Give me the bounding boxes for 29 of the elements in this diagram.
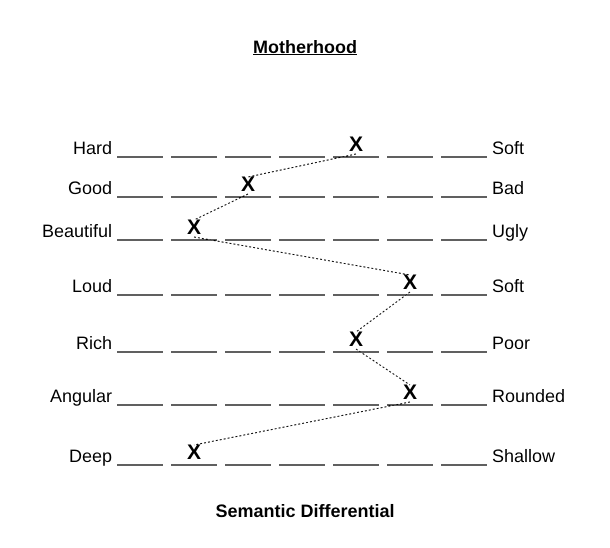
scale-label: Good xyxy=(68,177,112,199)
scale-label: Loud xyxy=(72,275,112,297)
dotted-connector xyxy=(194,236,410,276)
diagram-title: Motherhood xyxy=(253,36,357,58)
scale-label: Shallow xyxy=(492,445,556,467)
dotted-connector xyxy=(356,348,410,386)
rating-mark: X xyxy=(349,134,364,156)
dotted-connector xyxy=(194,194,248,220)
scale-label: Poor xyxy=(492,332,530,354)
rating-mark: X xyxy=(403,272,418,294)
scale-label: Rounded xyxy=(492,385,566,407)
rating-mark: X xyxy=(403,382,418,404)
dotted-connector xyxy=(248,154,356,178)
scale-label: Ugly xyxy=(492,220,528,242)
scale-label: Bad xyxy=(492,177,524,199)
scale-label: Deep xyxy=(69,445,112,467)
scale-label: Soft xyxy=(492,275,524,297)
rating-mark: X xyxy=(241,174,256,196)
scale-label: Hard xyxy=(73,137,112,159)
rating-mark: X xyxy=(187,442,202,464)
diagram-caption: Semantic Differential xyxy=(216,500,395,522)
rating-mark: X xyxy=(349,329,364,351)
dotted-connector xyxy=(356,292,410,332)
scale-label: Beautiful xyxy=(42,220,112,242)
scale-label: Soft xyxy=(492,137,524,159)
rating-mark: X xyxy=(187,217,202,239)
scale-label: Angular xyxy=(50,385,112,407)
scale-label: Rich xyxy=(76,332,112,354)
dotted-connector xyxy=(194,402,410,446)
